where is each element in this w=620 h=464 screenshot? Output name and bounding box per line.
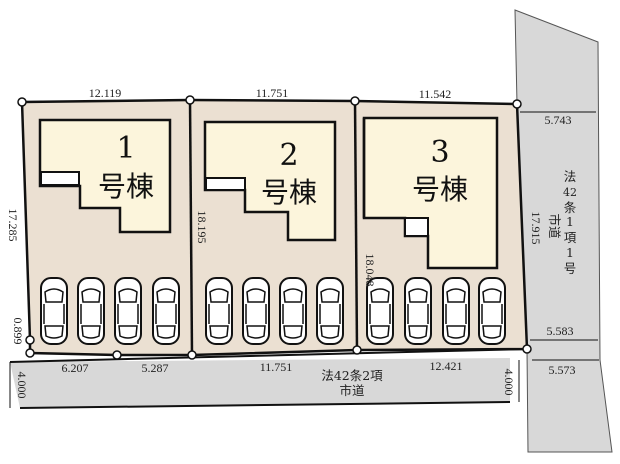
dim-east-top: 5.743 bbox=[545, 113, 572, 127]
car-icon bbox=[316, 277, 344, 345]
lot-2-suffix: 号棟 bbox=[261, 176, 317, 209]
dim-road-left: 4.000 bbox=[15, 372, 29, 399]
east-road-label-1: 法 bbox=[564, 169, 577, 184]
car-icon bbox=[242, 277, 270, 345]
car-icon bbox=[279, 277, 307, 345]
lot-2-number: 2 bbox=[279, 138, 298, 173]
lot-3-number: 3 bbox=[430, 135, 449, 170]
south-road-type: 市道 bbox=[339, 383, 365, 398]
east-road-label-5: 項 bbox=[564, 230, 577, 245]
lot-1-number: 1 bbox=[116, 131, 135, 166]
car-icon bbox=[205, 277, 233, 345]
east-road-label-2: 42 bbox=[563, 186, 577, 199]
car-icon bbox=[442, 277, 470, 345]
dim-lot3-top: 11.542 bbox=[419, 87, 452, 101]
car-icon bbox=[77, 277, 105, 345]
dim-east-mid: 5.583 bbox=[547, 324, 574, 338]
car-icon bbox=[478, 277, 506, 345]
lot-3-suffix: 号棟 bbox=[412, 173, 468, 206]
east-road-type: 市道 bbox=[547, 213, 562, 239]
dim-lot3-right: 17.915 bbox=[529, 212, 543, 245]
east-road-label-3: 条 bbox=[564, 200, 577, 215]
east-road-label-7: 号 bbox=[564, 261, 577, 276]
dim-corner: 0.899 bbox=[11, 318, 25, 345]
dim-lot3-bottom: 12.421 bbox=[430, 359, 463, 373]
south-road-label: 法42条2項 bbox=[321, 368, 383, 383]
east-road-label-6: 1 bbox=[566, 245, 574, 260]
dim-lot1-bottom-b: 5.287 bbox=[142, 361, 169, 375]
dim-lot2-left: 18.195 bbox=[195, 211, 209, 244]
east-road-label-4: 1 bbox=[566, 214, 574, 229]
south-road bbox=[10, 358, 510, 408]
dim-east-bottom: 5.573 bbox=[549, 363, 576, 377]
dim-road-right: 4.000 bbox=[502, 369, 516, 396]
dim-lot1-top: 12.119 bbox=[89, 86, 122, 100]
car-icon bbox=[404, 277, 432, 345]
dim-lot2-top: 11.751 bbox=[256, 86, 289, 100]
dim-lot1-bottom-a: 6.207 bbox=[62, 361, 89, 375]
east-road-label: 法 42 条 1 項 1 号 市道 bbox=[547, 169, 577, 276]
car-icon bbox=[152, 277, 180, 345]
dim-lot3-left: 18.048 bbox=[363, 254, 377, 287]
parking-cars bbox=[40, 277, 506, 345]
dim-lot2-bottom: 11.751 bbox=[260, 360, 293, 374]
survey-points bbox=[17, 95, 532, 360]
lot-1-suffix: 号棟 bbox=[98, 170, 154, 203]
car-icon bbox=[366, 277, 394, 345]
car-icon bbox=[40, 277, 68, 345]
dim-lot1-left: 17.285 bbox=[6, 209, 20, 242]
car-icon bbox=[114, 277, 142, 345]
